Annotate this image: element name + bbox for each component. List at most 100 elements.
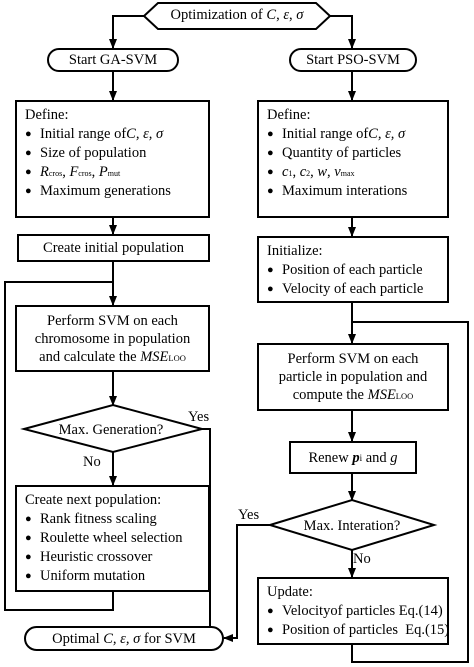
ga-define-title: Define: — [25, 107, 69, 123]
final-symbols: C, ε, σ — [103, 630, 141, 647]
final-label: Optimal — [52, 630, 104, 647]
pso-svm-text: compute the — [292, 387, 368, 403]
ga-no-label: No — [83, 454, 101, 470]
renew-and: and — [362, 449, 391, 466]
arrow-pso-yes — [223, 524, 283, 642]
arrow-top-to-pso — [330, 15, 356, 49]
ga-yes-label: Yes — [188, 409, 210, 425]
list-item: ● Maximum interations — [267, 182, 441, 201]
pso-no-label: No — [353, 551, 371, 567]
pso-init-title: Initialize: — [267, 243, 323, 259]
ga-decision-text: Max. Generation? — [59, 422, 164, 438]
pso-svm-line: Perform SVM on each — [287, 351, 419, 367]
list-item: ● Velocityof particles Eq.(14) — [267, 602, 443, 621]
list-item: ● Uniform mutation — [25, 567, 202, 586]
pso-start-terminal: Start PSO-SVM — [289, 48, 417, 72]
bullet-icon: ● — [267, 624, 274, 636]
r-symbol: R — [40, 164, 49, 180]
final-terminal: Optimal C, ε, σ for SVM — [24, 626, 224, 651]
pso-svm-line: particle in population and — [278, 369, 428, 385]
ga-start-label: Start GA-SVM — [68, 52, 158, 68]
ga-next-population-box: Create next population: ●Rank fitness sc… — [15, 485, 210, 592]
ga-create-initial-box: Create initial population — [17, 234, 210, 262]
ga-define-box: Define: ●Initial range of C, ε, σ ●Size … — [15, 100, 210, 218]
comma: , — [62, 164, 70, 180]
ga-next-title: Create next population: — [25, 492, 162, 508]
ga-start-terminal: Start GA-SVM — [47, 48, 179, 72]
bullet-icon: ● — [267, 185, 274, 197]
pso-decision-shape — [266, 498, 438, 552]
list-item: ●Rank fitness scaling — [25, 510, 202, 529]
top-c: C — [266, 7, 277, 23]
w-symbol: w — [317, 164, 328, 180]
pso-define-title: Define: — [267, 107, 311, 123]
final-tail: for SVM — [140, 630, 196, 647]
comma: , — [310, 164, 318, 180]
top-sep: , — [289, 7, 297, 23]
pso-svm-line: compute the MSELOO — [293, 386, 414, 404]
comma: , — [91, 164, 99, 180]
item-text: Initial range of — [282, 126, 369, 142]
bullet-icon: ● — [267, 128, 274, 140]
arrow-pso-loop-back — [351, 321, 469, 663]
pso-update-title: Update: — [267, 584, 313, 600]
renew-g-symbol: g — [390, 449, 398, 466]
mse-subscript: LOO — [395, 391, 414, 401]
list-item: ●Roulette wheel selection — [25, 529, 202, 548]
item-text: Quantity of particles — [282, 145, 402, 161]
ga-create-label: Create initial population — [43, 240, 184, 256]
bullet-icon: ● — [267, 264, 274, 276]
item-text: Position of each particle — [282, 262, 423, 278]
renew-text: Renew — [308, 449, 353, 466]
bullet-icon: ● — [267, 166, 274, 178]
list-item: ● Size of population — [25, 144, 202, 163]
top-sigma: σ — [296, 7, 304, 23]
list-item: ● Position of each particle — [267, 261, 441, 280]
item-text: Heuristic crossover — [40, 549, 153, 565]
top-label: Optimization of — [170, 7, 267, 23]
v-symbol: v — [334, 164, 341, 180]
list-item: ●Position of particles Eq.(15) — [267, 621, 449, 640]
top-eps: ε — [283, 7, 290, 23]
bullet-icon: ● — [267, 147, 274, 159]
f-symbol: F — [69, 164, 79, 180]
list-item: ● Maximum generations — [25, 182, 202, 201]
pso-svm-box: Perform SVM on each particle in populati… — [257, 343, 449, 411]
bullet-icon: ● — [267, 605, 274, 617]
comma: , — [327, 164, 335, 180]
item-text: Uniform mutation — [40, 568, 146, 584]
list-item: ●Heuristic crossover — [25, 548, 202, 567]
item-text: Maximum interations — [282, 183, 408, 199]
item-text: Velocityof particles Eq.(14) — [282, 603, 443, 619]
item-symbols: C, ε, σ — [126, 126, 164, 142]
pso-initialize-box: Initialize: ● Position of each particle ●… — [257, 236, 449, 303]
mse-symbol: MSE — [140, 348, 169, 365]
ga-decision-shape — [20, 403, 206, 454]
arrow-ga-loop-back — [4, 281, 114, 611]
pso-update-box: Update: ● Velocityof particles Eq.(14) ●P… — [257, 577, 449, 645]
bullet-icon: ● — [25, 128, 32, 140]
bullet-icon: ● — [25, 166, 32, 178]
bullet-icon: ● — [25, 570, 32, 582]
renew-p-symbol: p — [352, 449, 360, 466]
pso-decision-text: Max. Interation? — [304, 518, 401, 534]
bullet-icon: ● — [25, 147, 32, 159]
item-text: Velocity of each particle — [282, 281, 424, 297]
ga-svm-box: Perform SVM on each chromosome in popula… — [15, 305, 210, 372]
list-item: ● Initial range of C, ε, σ — [267, 125, 441, 144]
item-text: Maximum generations — [40, 183, 171, 199]
bullet-icon: ● — [25, 185, 32, 197]
p-symbol: P — [98, 164, 108, 180]
ga-svm-line: chromosome in population — [34, 330, 191, 347]
pso-yes-label: Yes — [238, 507, 260, 523]
c1-symbol: c — [282, 164, 289, 180]
ga-svm-line: and calculate the MSELOO — [39, 348, 186, 366]
ga-svm-text: and calculate the — [39, 348, 141, 365]
item-text: Size of population — [40, 145, 147, 161]
item-symbols: C, ε, σ — [368, 126, 406, 142]
